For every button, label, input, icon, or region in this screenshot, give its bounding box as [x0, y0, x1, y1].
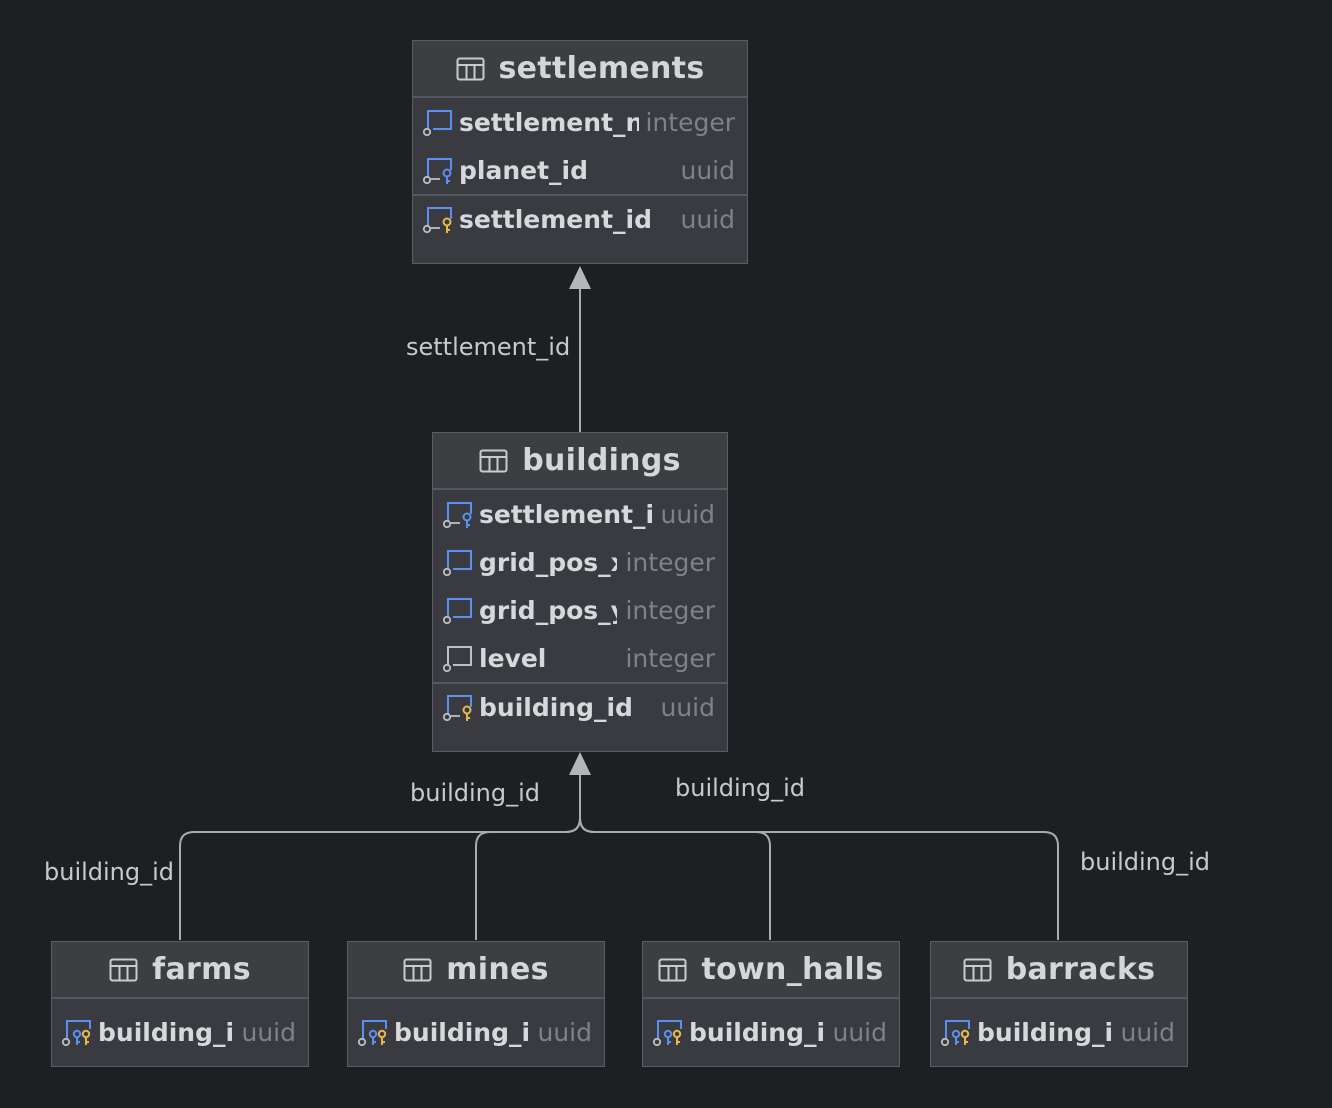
column-type: uuid	[660, 499, 715, 529]
table-town-halls[interactable]: town_halls building_id uuid	[642, 941, 900, 1067]
column-type: integer	[625, 547, 715, 577]
arrowhead-settlements	[569, 266, 591, 289]
column-name: settlement_id	[459, 204, 652, 234]
table-name: buildings	[522, 443, 681, 478]
table-header[interactable]: settlements	[413, 41, 747, 98]
column-name: planet_id	[459, 155, 589, 185]
column-type: uuid	[241, 1017, 296, 1047]
primary-foreign-key-icon	[652, 1020, 682, 1047]
primary-foreign-key-icon	[357, 1020, 387, 1047]
table-name: settlements	[498, 51, 705, 86]
column-type: integer	[625, 595, 715, 625]
primary-foreign-key-icon	[940, 1020, 970, 1047]
column-row[interactable]: settlement_id uuid	[413, 194, 747, 242]
table-name: town_halls	[701, 952, 884, 987]
column-row[interactable]: building_id uuid	[52, 999, 308, 1065]
column-name: grid_pos_y	[479, 595, 617, 625]
table-header[interactable]: barracks	[931, 942, 1187, 999]
column-row[interactable]: building_id uuid	[643, 999, 899, 1065]
column-name: grid_pos_x	[479, 547, 617, 577]
foreign-key-icon	[442, 502, 472, 529]
table-header[interactable]: town_halls	[643, 942, 899, 999]
column-type: uuid	[660, 692, 715, 722]
table-mines[interactable]: mines building_id uuid	[347, 941, 605, 1067]
column-type: uuid	[680, 204, 735, 234]
column-row[interactable]: building_id uuid	[348, 999, 604, 1065]
column-type: integer	[645, 107, 735, 137]
relation-label-settlement-id: settlement_id	[406, 333, 571, 361]
table-icon	[479, 449, 508, 472]
relation-label-barracks: building_id	[1080, 848, 1211, 876]
arrowhead-buildings	[569, 752, 591, 775]
column-type: uuid	[832, 1017, 887, 1047]
table-settlements[interactable]: settlements settlement_nr integer planet…	[412, 40, 748, 264]
table-buildings[interactable]: buildings settlement_id uuid grid_pos_x …	[432, 432, 728, 752]
column-name: level	[479, 643, 547, 673]
table-header[interactable]: farms	[52, 942, 308, 999]
column-type: uuid	[537, 1017, 592, 1047]
table-barracks[interactable]: barracks building_id uuid	[930, 941, 1188, 1067]
column-icon	[422, 110, 452, 137]
primary-key-icon	[422, 207, 452, 234]
table-icon	[403, 958, 432, 981]
column-row[interactable]: grid_pos_y integer	[433, 586, 727, 634]
table-header[interactable]: mines	[348, 942, 604, 999]
column-name: settlement_nr	[459, 107, 640, 137]
column-name: building_id	[689, 1017, 826, 1047]
column-row[interactable]: building_id uuid	[931, 999, 1187, 1065]
column-icon	[442, 598, 472, 625]
column-type: uuid	[680, 155, 735, 185]
table-icon	[456, 57, 484, 80]
column-name: building_id	[98, 1017, 235, 1047]
column-name: building_id	[977, 1017, 1114, 1047]
table-farms[interactable]: farms building_id uuid	[51, 941, 309, 1067]
table-header[interactable]: buildings	[433, 433, 727, 490]
column-name: settlement_id	[479, 499, 655, 529]
column-icon	[442, 550, 472, 577]
column-row[interactable]: level integer	[433, 634, 727, 682]
column-row[interactable]: building_id uuid	[433, 682, 727, 730]
relation-label-town-halls: building_id	[675, 774, 806, 802]
primary-key-icon	[442, 695, 472, 722]
column-row[interactable]: settlement_id uuid	[433, 490, 727, 538]
table-name: farms	[152, 952, 251, 987]
table-icon	[963, 958, 992, 981]
column-name: building_id	[394, 1017, 531, 1047]
foreign-key-icon	[422, 158, 452, 185]
table-name: barracks	[1005, 952, 1156, 987]
connector-barracks-buildings[interactable]	[579, 817, 1059, 940]
column-row[interactable]: planet_id uuid	[413, 146, 747, 194]
relation-label-farms: building_id	[44, 858, 175, 886]
table-icon	[109, 958, 138, 981]
primary-foreign-key-icon	[61, 1020, 91, 1047]
relation-label-mines: building_id	[410, 779, 541, 807]
column-row[interactable]: settlement_nr integer	[413, 98, 747, 146]
connector-town-halls-buildings[interactable]	[579, 817, 771, 940]
table-icon	[658, 958, 687, 981]
column-name: building_id	[479, 692, 633, 722]
connector-mines-buildings[interactable]	[475, 817, 581, 940]
column-icon	[442, 646, 472, 673]
table-name: mines	[446, 952, 549, 987]
column-type: integer	[625, 643, 715, 673]
column-row[interactable]: grid_pos_x integer	[433, 538, 727, 586]
column-type: uuid	[1120, 1017, 1175, 1047]
